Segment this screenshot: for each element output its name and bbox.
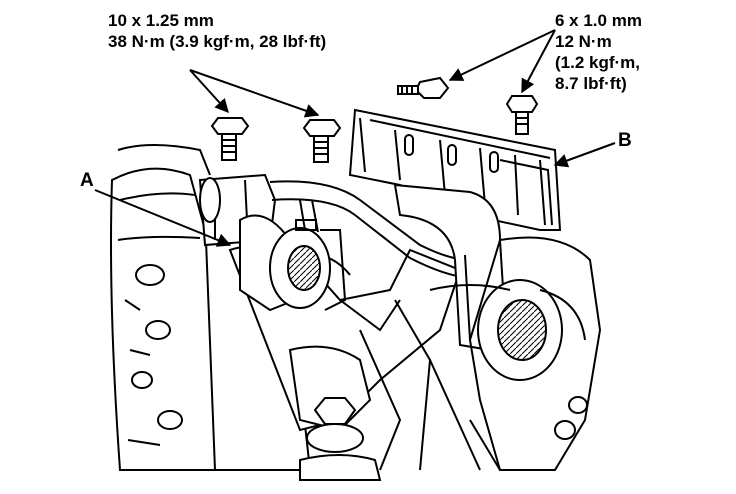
knuckle [429,236,602,471]
bolt-right-2 [505,95,539,135]
bolt-right-1 [397,76,450,99]
part-label-a: A [80,170,94,191]
bolt-left-2 [302,119,342,163]
left-bolt-torque-label: 38 N·m (3.9 kgf·m, 28 lbf·ft) [108,32,327,51]
left-bolt-size-label: 10 x 1.25 mm [108,11,214,30]
right-bolt-torque-metric-label: (1.2 kgf·m, [555,53,641,72]
part-label-b: B [618,130,632,151]
ball-joint [288,345,382,481]
engine-block [110,144,231,471]
right-bolt-torque-label: 12 N·m [555,32,612,51]
right-bolt-size-label: 6 x 1.0 mm [555,11,642,30]
lower-arm [393,183,563,381]
leader-lines [94,29,616,247]
cover-bracket-b [348,108,562,231]
bolt-left-1 [210,117,250,161]
stabilizer-bushing-a [198,173,347,312]
right-bolt-torque-imperial-label: 8.7 lbf·ft) [555,74,627,93]
